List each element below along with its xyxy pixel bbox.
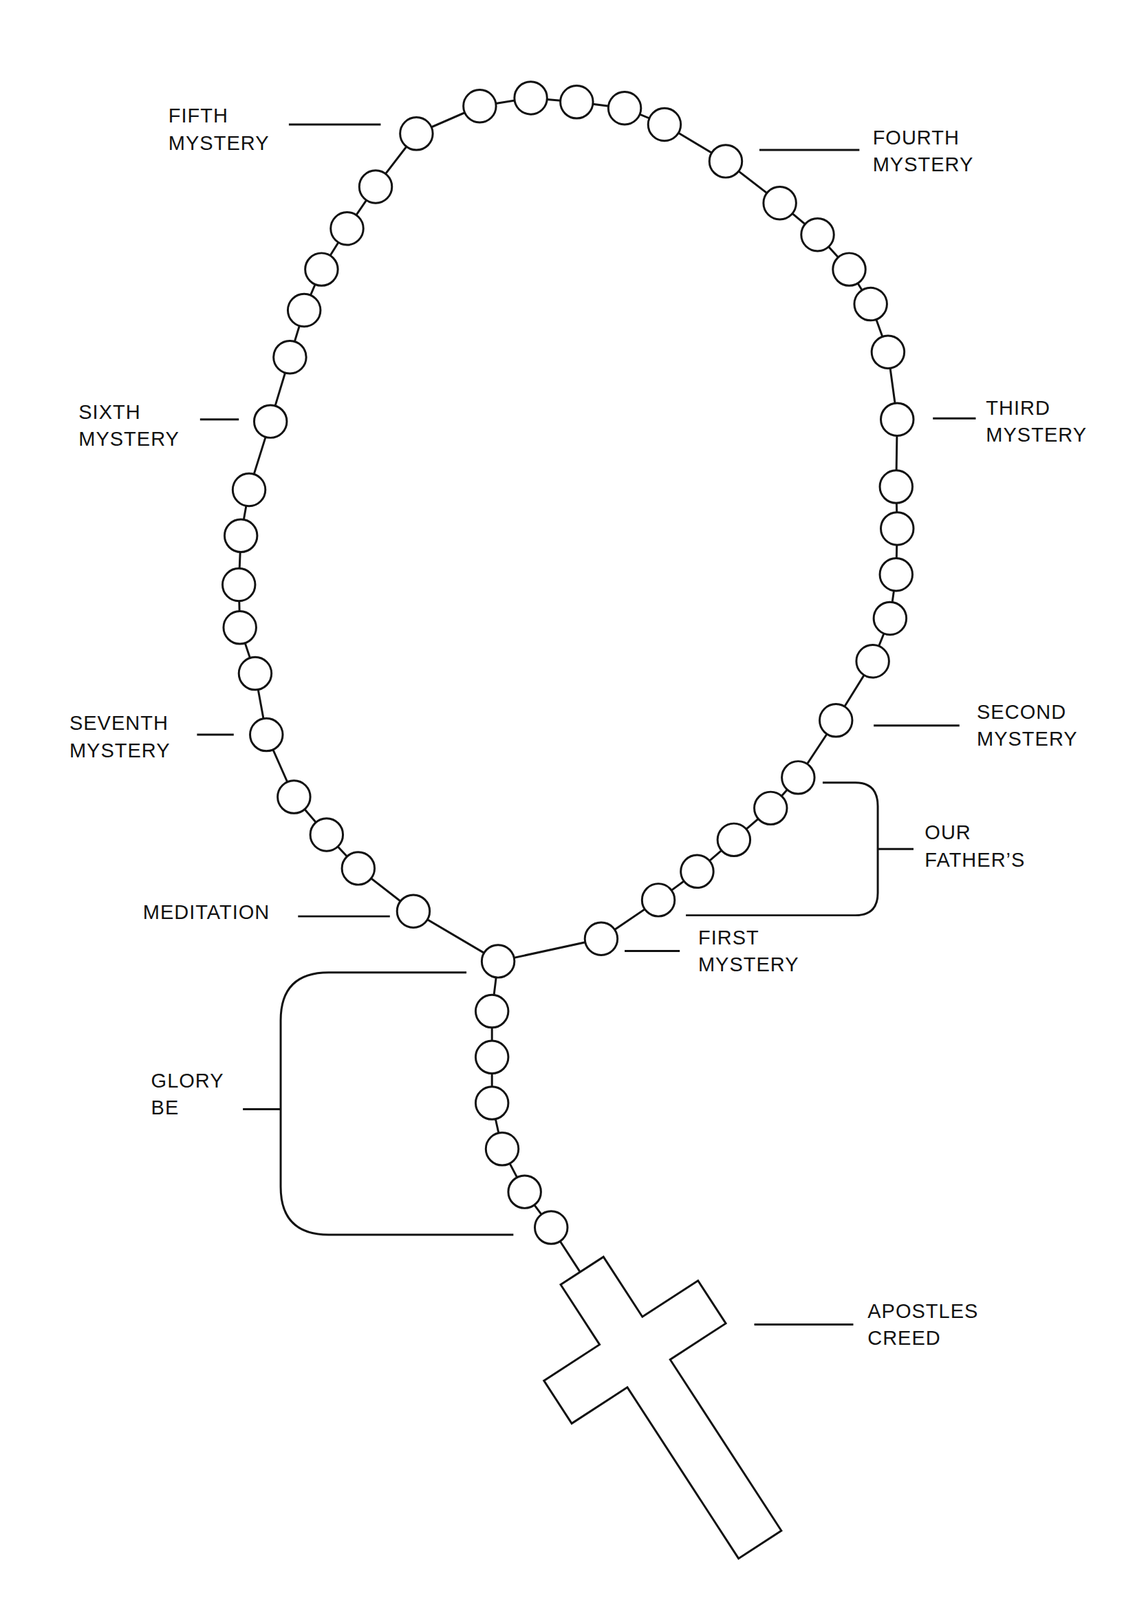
bead bbox=[485, 1132, 518, 1166]
beads bbox=[222, 81, 914, 1245]
leader-line bbox=[754, 1323, 854, 1326]
mystery-label: GLORY BE bbox=[151, 1066, 224, 1122]
bead bbox=[310, 818, 343, 851]
leader-line bbox=[196, 733, 234, 737]
leader-line bbox=[624, 949, 680, 953]
bead bbox=[763, 186, 796, 219]
bead bbox=[535, 1211, 568, 1244]
bead bbox=[681, 855, 714, 888]
mystery-label: THIRD MYSTERY bbox=[985, 394, 1087, 449]
mystery-label: FIRST MYSTERY bbox=[698, 923, 800, 979]
bracket bbox=[685, 782, 878, 916]
bead bbox=[782, 761, 815, 794]
mystery-label: FIFTH MYSTERY bbox=[168, 102, 270, 157]
bead bbox=[253, 405, 287, 438]
bead bbox=[801, 218, 834, 251]
bead bbox=[717, 823, 750, 856]
bead bbox=[330, 212, 364, 245]
leader-line bbox=[288, 123, 382, 126]
bead bbox=[754, 791, 787, 825]
mystery-label: OUR FATHER’S bbox=[924, 819, 1025, 874]
bead bbox=[238, 656, 272, 690]
leader-line bbox=[297, 915, 391, 918]
bead bbox=[709, 145, 742, 178]
bead bbox=[641, 883, 675, 917]
leader-line bbox=[932, 417, 976, 420]
bead bbox=[359, 170, 392, 203]
bead bbox=[647, 107, 681, 141]
bead bbox=[481, 945, 514, 978]
bead bbox=[508, 1175, 541, 1208]
mystery-label: APOSTLES CREED bbox=[867, 1298, 979, 1353]
bead bbox=[250, 718, 283, 751]
mystery-label: SIXTH MYSTERY bbox=[78, 398, 180, 453]
bead bbox=[871, 335, 904, 369]
bead bbox=[400, 117, 433, 150]
bead bbox=[854, 287, 887, 320]
bead bbox=[222, 568, 255, 601]
bead bbox=[475, 994, 508, 1028]
mystery-label: SEVENTH MYSTERY bbox=[69, 709, 171, 765]
bead bbox=[224, 519, 257, 552]
leader-line bbox=[759, 149, 860, 152]
bead bbox=[819, 704, 853, 737]
bead bbox=[287, 293, 320, 327]
bead bbox=[223, 611, 256, 644]
bead bbox=[273, 340, 307, 373]
mystery-label: SECOND MYSTERY bbox=[976, 698, 1078, 754]
bead bbox=[833, 253, 866, 286]
bead bbox=[584, 922, 618, 955]
rosary-string bbox=[238, 97, 897, 961]
bead bbox=[475, 1086, 508, 1120]
bead bbox=[879, 557, 913, 591]
bead bbox=[873, 601, 906, 635]
mystery-label: MEDITATION bbox=[143, 899, 271, 926]
crucifix bbox=[504, 1220, 838, 1596]
mystery-label: FOURTH MYSTERY bbox=[872, 123, 975, 179]
bead bbox=[879, 470, 913, 503]
bead bbox=[396, 894, 430, 928]
bead bbox=[881, 512, 914, 545]
leader-line bbox=[873, 724, 960, 727]
leader-lines bbox=[196, 124, 976, 1325]
bead bbox=[277, 780, 311, 814]
bracket-tick bbox=[877, 848, 914, 851]
leader-line bbox=[200, 418, 239, 421]
bracket bbox=[280, 972, 514, 1235]
bead bbox=[560, 85, 593, 119]
bead bbox=[856, 645, 889, 678]
bead bbox=[608, 92, 641, 125]
bracket-tick bbox=[242, 1108, 281, 1111]
bead bbox=[232, 473, 265, 506]
bead bbox=[305, 253, 338, 286]
bead bbox=[463, 90, 496, 123]
bead bbox=[475, 1040, 508, 1074]
bead bbox=[514, 81, 547, 115]
bead bbox=[881, 403, 914, 436]
bead bbox=[341, 852, 375, 885]
